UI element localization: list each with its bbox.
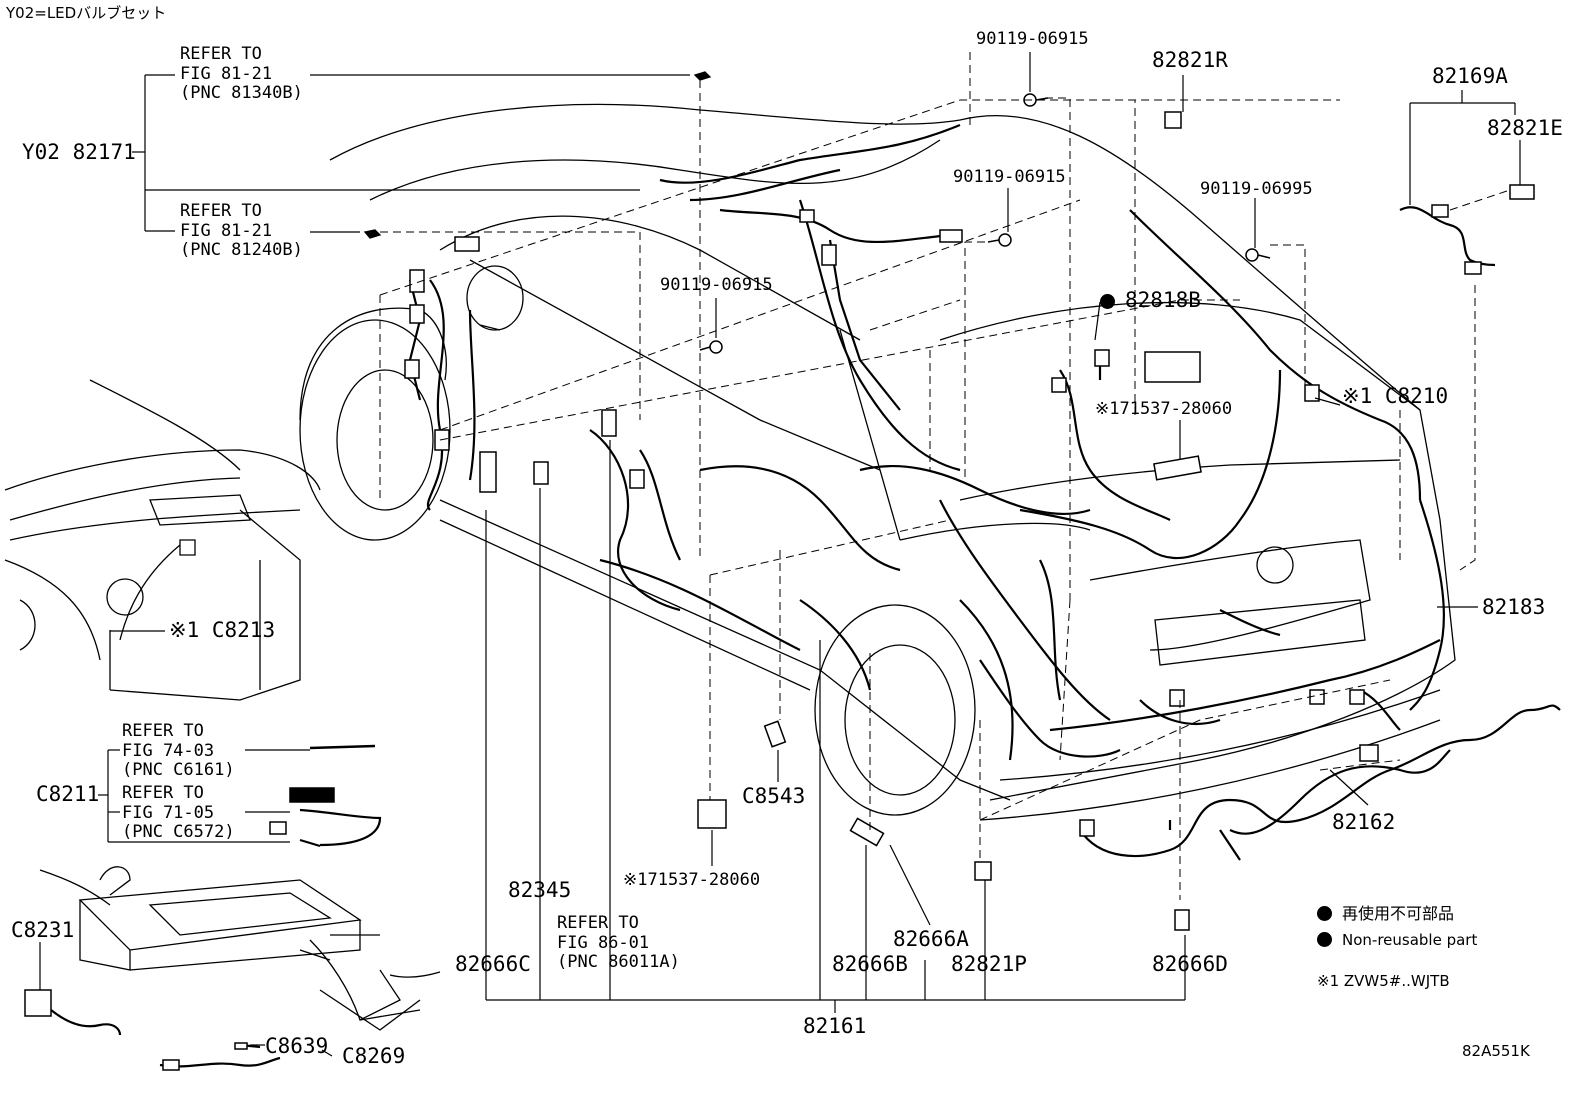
refer-line-3: (PNC C6572) — [122, 822, 235, 843]
label-c8269: C8269 — [342, 1044, 406, 1068]
label-82666D: 82666D — [1152, 952, 1228, 976]
label-82666A: 82666A — [893, 927, 969, 951]
legend-non-reusable-jp: 再使用不可部品 — [1317, 906, 1454, 922]
label-82162: 82162 — [1332, 810, 1396, 834]
label-82183: 82183 — [1482, 595, 1546, 619]
label-82818B-text: 82818B — [1125, 288, 1201, 312]
refer-line-1: REFER TO — [122, 721, 204, 741]
refer-fig-74-03: REFER TO FIG 74-03 (PNC C6161) — [122, 721, 235, 781]
label-82161: 82161 — [803, 1014, 867, 1038]
label-82666C: 82666C — [455, 952, 531, 976]
label-82821R: 82821R — [1152, 48, 1228, 72]
refer-line-3: (PNC 86011A) — [557, 952, 680, 973]
refer-line-3: (PNC C6161) — [122, 760, 235, 781]
legend-en-text: Non-reusable part — [1342, 931, 1478, 949]
refer-fig-71-05: REFER TO FIG 71-05 (PNC C6572) — [122, 783, 235, 843]
label-82169A: 82169A — [1432, 64, 1508, 88]
label-c8213: ※1 C8213 — [169, 618, 276, 642]
refer-line-2: FIG 86-01 — [557, 932, 650, 953]
label-82666B: 82666B — [832, 952, 908, 976]
label-171537-28060-lower: ※171537-28060 — [623, 870, 761, 890]
legend-jp-text: 再使用不可部品 — [1342, 904, 1455, 923]
label-c8211: C8211 — [36, 782, 100, 806]
header-note: Y02=LEDバルブセット — [6, 4, 167, 22]
refer-line-1: REFER TO — [180, 201, 262, 221]
label-c8639: C8639 — [265, 1034, 329, 1058]
refer-line-3: (PNC 81240B) — [180, 240, 303, 261]
legend-non-reusable-en: Non-reusable part — [1317, 932, 1477, 948]
connector-icon — [24, 111, 1535, 1071]
refer-fig-86-01: REFER TO FIG 86-01 (PNC 86011A) — [557, 913, 680, 973]
non-reusable-dot-icon — [1317, 906, 1332, 921]
guide-lines — [379, 52, 1511, 900]
non-reusable-dot-icon — [1100, 294, 1115, 309]
label-90119-06915-top: 90119-06915 — [976, 29, 1089, 49]
label-c8231: C8231 — [11, 918, 75, 942]
label-171537-28060-upper: ※171537-28060 — [1095, 399, 1233, 419]
label-90119-06915-left: 90119-06915 — [660, 275, 773, 295]
refer-line-2: FIG 71-05 — [122, 802, 215, 823]
non-reusable-dot-icon — [1317, 932, 1332, 947]
refer-fig-81-21-a: REFER TO FIG 81-21 (PNC 81340B) — [180, 44, 303, 104]
label-y02-82171: Y02 82171 — [22, 140, 136, 164]
refer-line-2: FIG 74-03 — [122, 740, 215, 761]
label-90119-06995: 90119-06995 — [1200, 179, 1313, 199]
seat-frame-icon — [39, 866, 441, 1031]
bolt-icon — [699, 93, 1271, 354]
label-c8543: C8543 — [742, 784, 806, 808]
refer-line-2: FIG 81-21 — [180, 220, 273, 241]
legend-note-1: ※1 ZVW5#..WJTB — [1317, 972, 1450, 990]
refer-line-1: REFER TO — [180, 44, 262, 64]
label-c8210: ※1 C8210 — [1342, 384, 1449, 408]
refer-line-1: REFER TO — [122, 783, 204, 803]
refer-line-2: FIG 81-21 — [180, 63, 273, 84]
label-90119-06915-mid: 90119-06915 — [953, 167, 1066, 187]
leader-lines — [39, 52, 1521, 1057]
refer-line-3: (PNC 81340B) — [180, 83, 303, 104]
label-82821P: 82821P — [951, 952, 1027, 976]
label-82821E: 82821E — [1487, 116, 1563, 140]
refer-fig-81-21-b: REFER TO FIG 81-21 (PNC 81240B) — [180, 201, 303, 261]
rear-hatch-detail — [4, 379, 321, 701]
clip-icon — [363, 71, 712, 239]
figure-id: 82A551K — [1462, 1042, 1530, 1060]
refer-line-1: REFER TO — [557, 913, 639, 933]
label-82818B: 82818B — [1100, 290, 1201, 311]
label-82345: 82345 — [508, 878, 572, 902]
